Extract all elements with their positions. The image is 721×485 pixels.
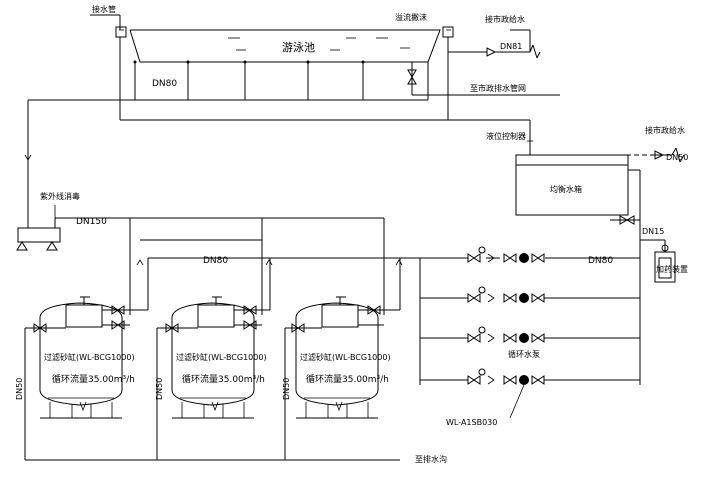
pump-row-2	[420, 286, 640, 303]
overflow-return-line: 液位控制器	[120, 70, 533, 155]
filter-2-name: 过滤砂缸(WL-BCG1000)	[176, 352, 267, 362]
filter-2-flow: 循环流量35.00m³/h	[182, 373, 265, 385]
filter-2-dn50: DN50	[155, 378, 164, 400]
sand-filter-3: 过滤砂缸(WL-BCG1000) 循环流量35.00m³/h DN50	[282, 296, 400, 460]
filter-1-dn50: DN50	[15, 378, 24, 400]
sand-filter-1: 过滤砂缸(WL-BCG1000) 循环流量35.00m³/h DN50	[15, 296, 148, 460]
dn150-label: DN150	[76, 217, 107, 227]
pump-model-label: WL-A1SB030	[446, 418, 497, 427]
pool-label: 游泳池	[282, 40, 315, 54]
dn80-upper-label: DN80	[152, 79, 177, 89]
dosing-label: 加药装置	[656, 264, 688, 274]
main-drain-collector: DN80	[24, 37, 429, 225]
dn-top-label: DN81	[500, 42, 522, 51]
filter-1-name: 过滤砂缸(WL-BCG1000)	[44, 352, 135, 362]
pump-label: 循环水泵	[508, 349, 540, 359]
balance-tank-label: 均衡水箱	[550, 184, 582, 194]
backwash-drain-label: 至排水沟	[415, 454, 447, 464]
backwash-drain-line: 至排水沟	[25, 454, 447, 464]
skimmer-overflow: 溢流撇沫 DN81 接市政给水	[395, 12, 541, 70]
filtered-water-header	[129, 217, 385, 315]
uv-label: 紫外线消毒	[40, 191, 80, 201]
dn80-mid-label: DN80	[203, 256, 228, 266]
pump-row-4: WL-A1SB030	[420, 368, 640, 427]
pump-suction-line: DN80 DN15 加药装置	[420, 227, 688, 283]
city-water-top-label: 接市政给水	[485, 14, 525, 24]
dn15-label: DN15	[642, 227, 664, 236]
makeup-water-inlet: 接水管	[90, 4, 127, 38]
filter-3-dn50: DN50	[282, 378, 291, 400]
city-drain-line: 至市政排水管网	[407, 62, 560, 96]
swimming-pool: 游泳池	[129, 29, 441, 63]
filter-3-flow: 循环流量35.00m³/h	[306, 373, 389, 385]
skimmer-label: 溢流撇沫	[395, 12, 427, 22]
filter-1-flow: 循环流量35.00m³/h	[52, 373, 135, 385]
pump-row-3: 循环水泵	[420, 326, 640, 359]
dn80-right-label: DN80	[588, 256, 613, 266]
level-control-label: 液位控制器	[486, 131, 526, 141]
filter-3-name: 过滤砂缸(WL-BCG1000)	[300, 352, 391, 362]
city-drain-label: 至市政排水管网	[470, 83, 526, 93]
balance-tank: 均衡水箱 DN50 接市政给水	[515, 125, 688, 385]
dn50-right-label: DN50	[666, 153, 688, 162]
pump-discharge-header: DN80	[136, 256, 421, 385]
uv-sterilizer: 紫外线消毒 DN150	[16, 191, 130, 251]
sand-filter-2: 过滤砂缸(WL-BCG1000) 循环流量35.00m³/h DN50	[155, 296, 270, 460]
pump-row-1	[420, 246, 545, 263]
city-water-right-label: 接市政给水	[645, 125, 685, 135]
makeup-water-label: 接水管	[92, 4, 116, 14]
